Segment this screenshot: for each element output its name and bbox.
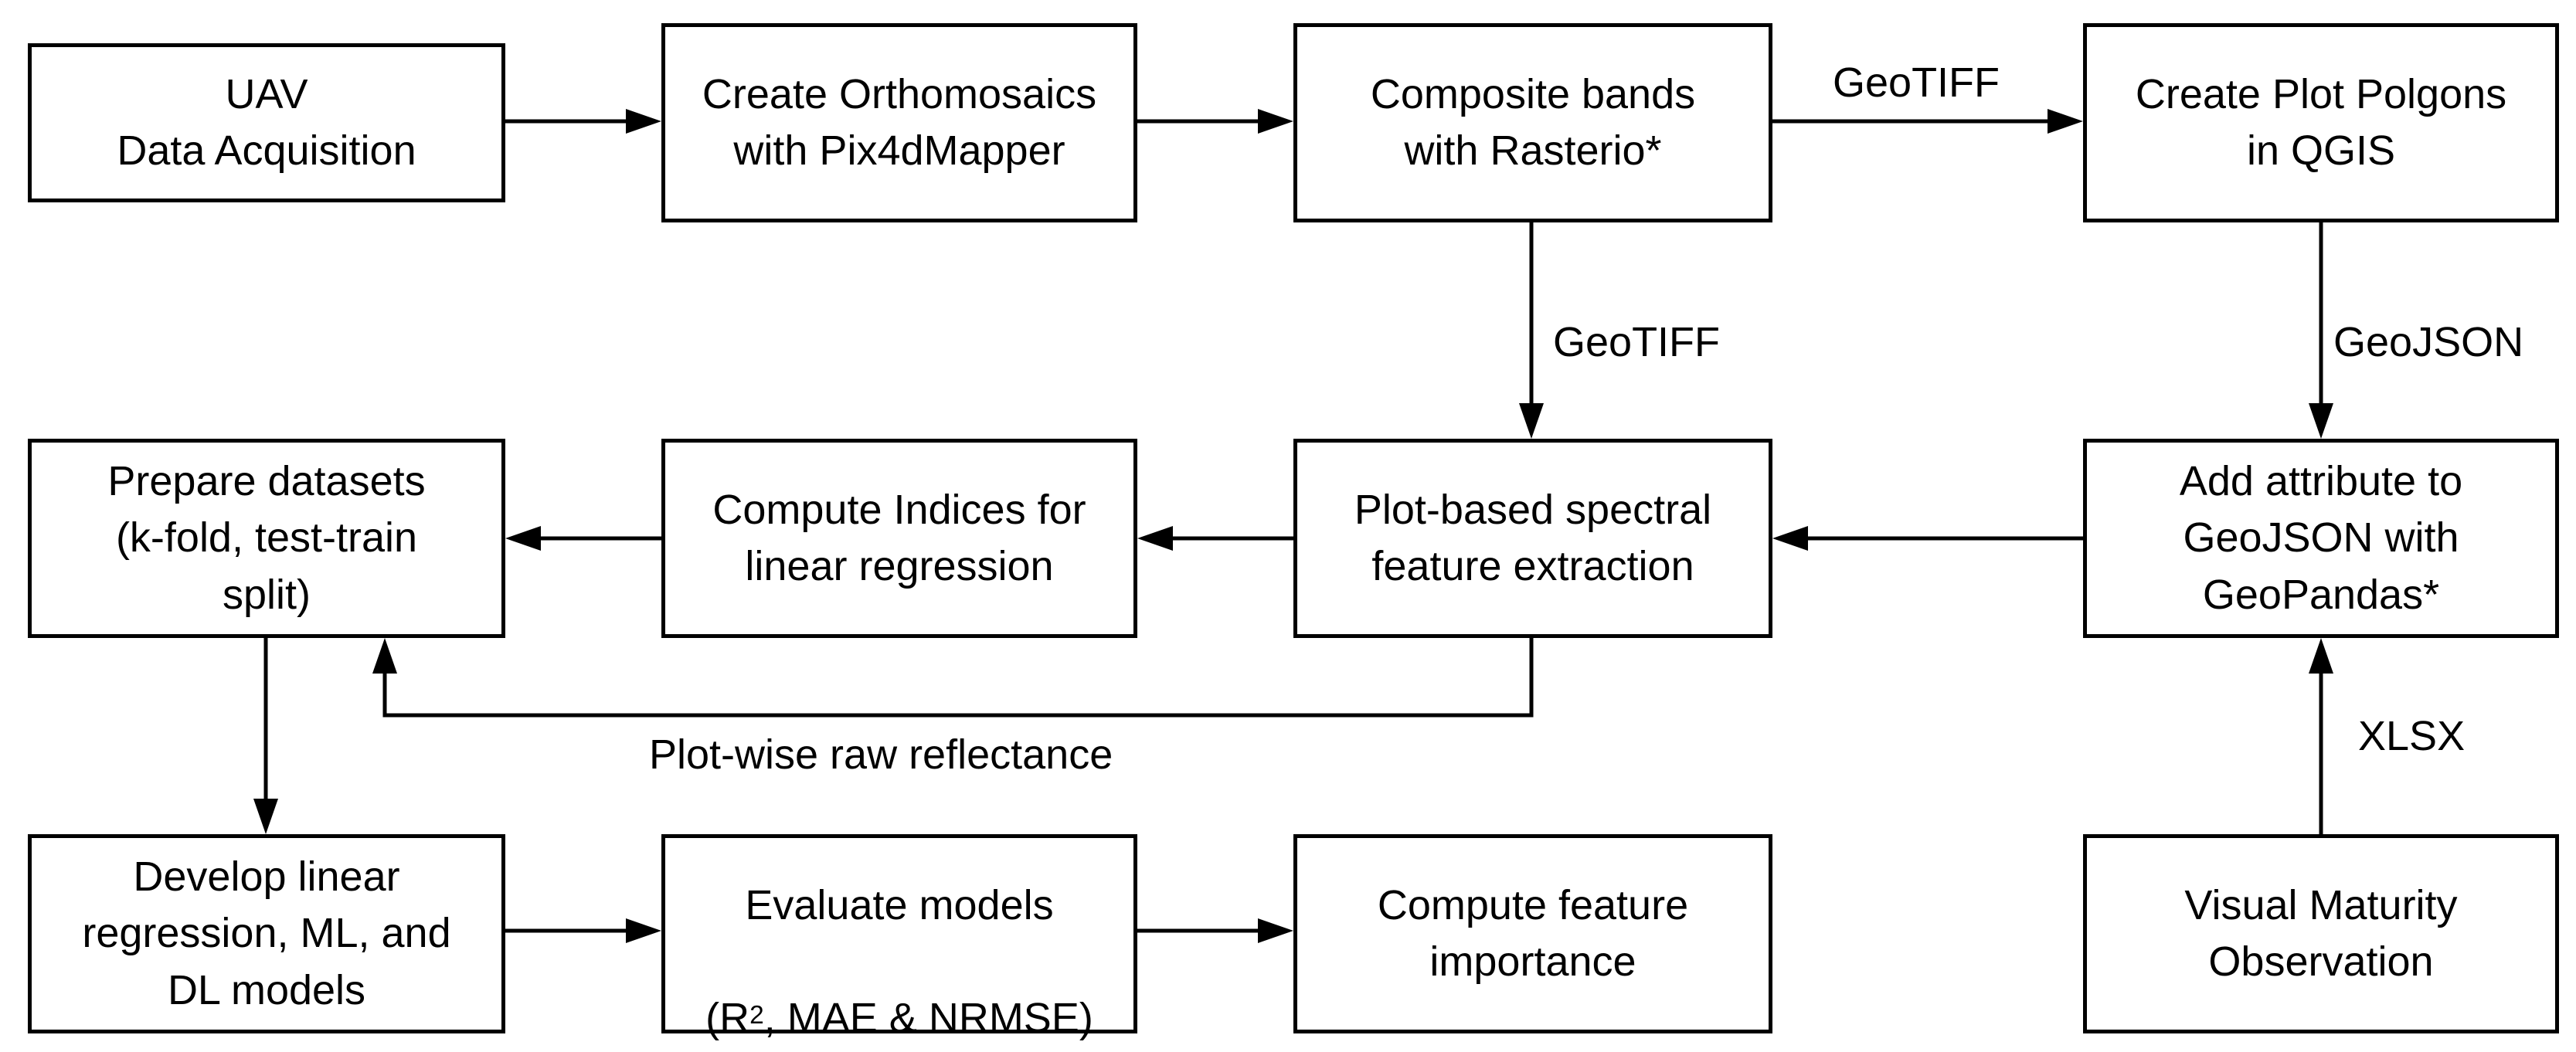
visual-maturity-text: Visual Maturity Observation (2184, 881, 2458, 985)
composite-bands-box: Composite bands with Rasterio* (1293, 23, 1772, 222)
arrowhead-extraction-right-in (1772, 526, 1808, 551)
edge-label-geotiff-down: GeoTIFF (1553, 319, 1721, 365)
metrics-open: (R (705, 995, 750, 1042)
arrowhead-attribute-bottom-in (2309, 638, 2333, 674)
arrowhead-evaluate-in (626, 918, 661, 943)
evaluate-models-title: Evaluate models (745, 881, 1054, 928)
create-orthomosaics-text: Create Orthomosaics with Pix4dMapper (702, 70, 1097, 174)
arrowhead-prepare-bottom-in (372, 638, 397, 674)
prepare-datasets-box: Prepare datasets (k-fold, test-train spl… (28, 439, 505, 638)
feature-importance-box: Compute feature importance (1293, 834, 1772, 1033)
arrow-raw-reflectance-to-prepare (382, 638, 1534, 718)
evaluate-models-box: Evaluate models (R2, MAE & NRMSE) (661, 834, 1137, 1041)
create-plot-polygons-box: Create Plot Polgons in QGIS (2083, 23, 2559, 222)
arrowhead-extraction-top-in (1519, 403, 1544, 439)
arrowhead-prepare-right-in (505, 526, 541, 551)
edge-label-geotiff-top: GeoTIFF (1833, 59, 2000, 106)
composite-bands-text: Composite bands with Rasterio* (1370, 70, 1696, 174)
add-attribute-text: Add attribute to GeoJSON with GeoPandas* (2179, 457, 2463, 618)
metrics-superscript: 2 (749, 1000, 764, 1030)
evaluate-models-metrics: (R2, MAE & NRMSE) (705, 995, 1093, 1041)
create-plot-polygons-text: Create Plot Polgons in QGIS (2135, 70, 2507, 174)
arrowhead-indices-in (1137, 526, 1173, 551)
arrowhead-composite-in (1258, 109, 1293, 134)
arrowhead-ortho-in (626, 109, 661, 134)
develop-models-box: Develop linear regression, ML, and DL mo… (28, 834, 505, 1033)
feature-importance-text: Compute feature importance (1377, 881, 1689, 985)
visual-maturity-box: Visual Maturity Observation (2083, 834, 2559, 1033)
arrowhead-importance-in (1258, 918, 1293, 943)
compute-indices-text: Compute Indices for linear regression (712, 486, 1086, 589)
spectral-feature-extraction-text: Plot-based spectral feature extraction (1354, 486, 1712, 589)
arrowhead-polygons-in (2048, 109, 2083, 134)
edge-label-xlsx: XLSX (2358, 713, 2466, 759)
prepare-datasets-text: Prepare datasets (k-fold, test-train spl… (107, 457, 426, 618)
evaluate-models-text: Evaluate models (R2, MAE & NRMSE) (705, 820, 1093, 1047)
spectral-feature-extraction-box: Plot-based spectral feature extraction (1293, 439, 1772, 638)
develop-models-text: Develop linear regression, ML, and DL mo… (82, 853, 451, 1013)
metrics-rest: , MAE & NRMSE) (763, 995, 1093, 1042)
edge-label-raw-reflectance: Plot-wise raw reflectance (649, 731, 1113, 778)
arrowhead-develop-in (253, 799, 278, 834)
compute-indices-box: Compute Indices for linear regression (661, 439, 1137, 638)
uav-data-acquisition-box: UAV Data Acquisition (28, 43, 505, 202)
uav-data-acquisition-text: UAV Data Acquisition (117, 70, 416, 174)
edge-label-geojson: GeoJSON (2333, 319, 2524, 365)
create-orthomosaics-box: Create Orthomosaics with Pix4dMapper (661, 23, 1137, 222)
add-attribute-box: Add attribute to GeoJSON with GeoPandas* (2083, 439, 2559, 638)
arrowhead-attribute-top-in (2309, 403, 2333, 439)
